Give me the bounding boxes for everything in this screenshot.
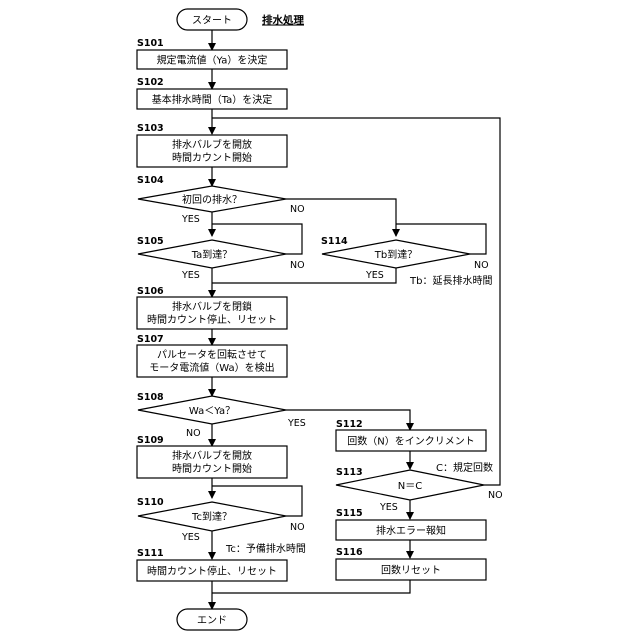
s113-no-label: NO bbox=[488, 490, 503, 501]
step-id-s102: S102 bbox=[137, 77, 164, 88]
s104-yes-label: YES bbox=[181, 214, 200, 225]
process-text-s112: 回数（N）をインクリメント bbox=[347, 435, 474, 448]
step-id-s112: S112 bbox=[336, 419, 363, 430]
step-id-s116: S116 bbox=[336, 547, 363, 558]
step-id-s108: S108 bbox=[137, 392, 164, 403]
process-text-s115: 排水エラー報知 bbox=[376, 524, 446, 537]
decision-text-s110: Tc到達？ bbox=[191, 511, 232, 523]
start-label: スタート bbox=[192, 15, 232, 27]
step-id-s109: S109 bbox=[137, 435, 164, 446]
s110-yes-label: YES bbox=[181, 532, 200, 543]
process-text-s107-line1: パルセータを回転させて bbox=[157, 349, 267, 361]
s104-no-label: NO bbox=[290, 204, 305, 215]
s113-yes-label: YES bbox=[379, 502, 398, 513]
flowchart-title: 排水処理 bbox=[262, 14, 304, 27]
step-id-s107: S107 bbox=[137, 334, 164, 345]
process-text-s116: 回数リセット bbox=[381, 564, 441, 577]
end-label: エンド bbox=[197, 616, 227, 627]
s105-yes-label: YES bbox=[181, 270, 200, 281]
decision-text-s104: 初回の排水？ bbox=[182, 193, 242, 206]
process-text-s101: 規定電流値（Ya）を決定 bbox=[157, 54, 268, 67]
step-id-s103: S103 bbox=[137, 123, 164, 134]
note-tc: Tc：予備排水時間 bbox=[225, 542, 306, 555]
process-text-s106-line1: 排水バルブを閉鎖 bbox=[172, 300, 252, 313]
decision-text-s114: Tb到達？ bbox=[374, 249, 417, 261]
process-text-s109-line2: 時間カウント開始 bbox=[172, 462, 252, 475]
step-id-s105: S105 bbox=[137, 236, 164, 247]
s114-no-label: NO bbox=[474, 260, 489, 271]
s108-no-label: NO bbox=[186, 428, 201, 439]
process-text-s111: 時間カウント停止、リセット bbox=[147, 565, 277, 578]
step-id-s114: S114 bbox=[321, 236, 348, 247]
process-text-s102: 基本排水時間（Ta）を決定 bbox=[152, 93, 273, 106]
step-id-s111: S111 bbox=[137, 548, 164, 559]
decision-text-s105: Ta到達？ bbox=[191, 249, 233, 261]
note-c: C：規定回数 bbox=[436, 461, 493, 474]
note-tb: Tb：延長排水時間 bbox=[409, 274, 492, 287]
step-id-s115: S115 bbox=[336, 508, 363, 519]
s114-yes-label: YES bbox=[365, 270, 384, 281]
step-id-s106: S106 bbox=[137, 286, 164, 297]
s110-no-label: NO bbox=[290, 522, 305, 533]
step-id-s104: S104 bbox=[137, 175, 164, 186]
step-id-s101: S101 bbox=[137, 38, 164, 49]
process-text-s103-line1: 排水バルブを開放 bbox=[172, 138, 252, 151]
s108-yes-label: YES bbox=[287, 418, 306, 429]
s105-no-label: NO bbox=[290, 260, 305, 271]
decision-text-s113: N＝C bbox=[398, 481, 422, 492]
step-id-s110: S110 bbox=[137, 497, 164, 508]
process-text-s109-line1: 排水バルブを開放 bbox=[172, 449, 252, 462]
process-text-s107-line2: モータ電流値（Wa）を検出 bbox=[149, 361, 274, 374]
decision-text-s108: Wa＜Ya？ bbox=[189, 406, 235, 417]
step-id-s113: S113 bbox=[336, 467, 363, 478]
process-text-s106-line2: 時間カウント停止、リセット bbox=[147, 313, 277, 326]
process-text-s103-line2: 時間カウント開始 bbox=[172, 151, 252, 164]
